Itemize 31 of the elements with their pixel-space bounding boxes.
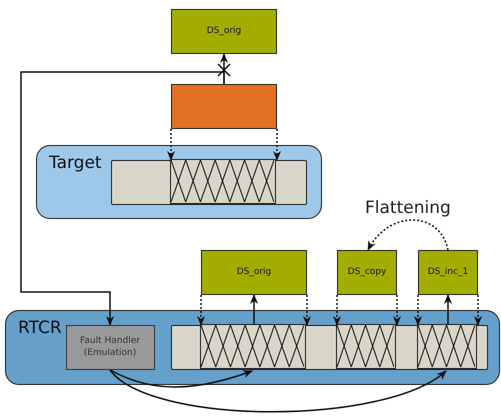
dotted-arrow: [167, 129, 175, 161]
dotted-arrow: [414, 295, 422, 326]
handler-box: [66, 324, 154, 370]
dotted-arrow: [333, 295, 341, 326]
dotted-arrow: [197, 295, 205, 326]
node-label: DS_inc_1: [426, 266, 470, 280]
memory-bar: [110, 160, 306, 204]
node-label: Fault Handler (Emulation): [79, 334, 141, 360]
data-structure-box: [201, 250, 307, 295]
dotted-arrow: [474, 295, 482, 326]
panel-title: RTCR: [18, 319, 62, 338]
container-panel: [36, 145, 322, 219]
container-panel: [5, 310, 500, 385]
dotted-arrow: [273, 129, 281, 161]
dotted-arrow: [367, 219, 449, 251]
dotted-arrow: [303, 295, 311, 326]
arrow: [110, 369, 253, 388]
arrow: [444, 294, 452, 325]
arrow: [20, 71, 225, 326]
arrow: [110, 369, 447, 412]
memory-bar: [170, 324, 488, 370]
node-label: DS_orig: [206, 25, 242, 38]
data-structure-box: [337, 250, 397, 295]
empty-box: [171, 84, 277, 129]
node-label: DS_copy: [346, 266, 388, 280]
arrow: [250, 294, 258, 325]
node-label: DS_orig: [236, 266, 272, 280]
data-structure-box: [171, 9, 277, 54]
panel-title: Target: [49, 154, 102, 173]
data-structure-box: [418, 250, 478, 295]
dotted-arrow: [393, 295, 401, 326]
